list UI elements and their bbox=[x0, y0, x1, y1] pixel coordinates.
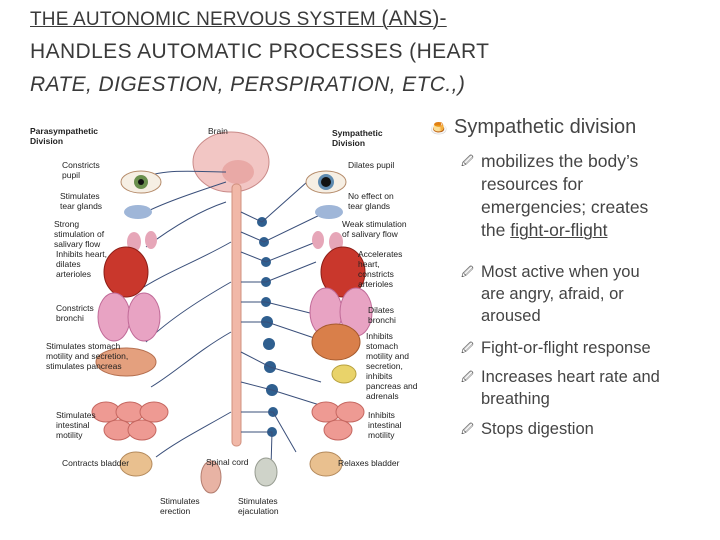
fig-left-label-7: Contracts bladder bbox=[62, 458, 142, 468]
fig-left-label-5: Stimulates stomach motility and secretio… bbox=[46, 341, 136, 371]
fig-spinal-cord-label: Spinal cord bbox=[206, 457, 249, 467]
bullet-item-1: 🖉 Fight-or-flight response bbox=[481, 337, 713, 359]
fig-left-label-0: Constricts pupil bbox=[62, 160, 110, 180]
fig-right-label-3: Accelerates heart, constricts arterioles bbox=[358, 249, 410, 289]
bullet-item-0-line-2: are angry, afraid, or bbox=[481, 283, 713, 305]
fig-left-label-4: Constricts bronchi bbox=[56, 303, 106, 323]
title-line-2-text: HANDLES AUTOMATIC PROCESSES (HEART bbox=[30, 40, 489, 63]
fig-left-label-1: Stimulates tear glands bbox=[60, 191, 112, 211]
fig-right-label-5: Inhibits stomach motility and secretion,… bbox=[366, 331, 424, 401]
eye-right-shape bbox=[306, 171, 346, 193]
bullet-item-3-icon: 🖉 bbox=[461, 418, 474, 440]
bullet-sub-line-3: emergencies; creates bbox=[481, 196, 711, 219]
bullet-sub-line-2: resources for bbox=[481, 173, 711, 196]
liver-right-shape bbox=[312, 324, 360, 360]
fig-left-label-6: Stimulates intestinal motility bbox=[56, 410, 104, 440]
lungs-left-shape bbox=[98, 293, 160, 341]
bullet-item-0-icon: 🖉 bbox=[461, 261, 474, 283]
fig-right-label-4: Dilates bronchi bbox=[368, 305, 412, 325]
bullet-item-2: 🖉 Increases heart rate and breathing bbox=[481, 366, 713, 410]
bullet-item-2-icon: 🖉 bbox=[461, 366, 474, 388]
bullet-main-icon: 🍮 bbox=[430, 120, 452, 137]
title-line-2: HANDLES AUTOMATIC PROCESSES (HEART bbox=[30, 35, 710, 68]
bullet-item-0-line-3: aroused bbox=[481, 305, 713, 327]
fig-right-label-1: No effect on tear glands bbox=[348, 191, 400, 211]
bullet-main-text: Sympathetic division bbox=[454, 116, 636, 139]
fig-stim-ejaculation-label: Stimulates ejaculation bbox=[238, 496, 298, 516]
bullet-sub-icon: 🖉 bbox=[461, 150, 474, 173]
fig-right-label-2: Weak stimulation of salivary flow bbox=[342, 219, 414, 239]
cerebellum-shape bbox=[222, 160, 254, 184]
nerve-lines bbox=[136, 171, 326, 467]
bullet-sub: 🖉 mobilizes the body’s resources for eme… bbox=[481, 150, 711, 242]
eye-left-shape bbox=[121, 171, 161, 193]
tear-gland-right-shape bbox=[315, 205, 343, 219]
fig-stim-erection-label: Stimulates erection bbox=[160, 496, 218, 516]
bullet-item-3: 🖉 Stops digestion bbox=[481, 418, 713, 440]
fig-header-parasympathetic: Parasympathetic Division bbox=[30, 126, 100, 146]
ans-diagram: Parasympathetic Division Brain Sympathet… bbox=[26, 112, 424, 534]
bullet-item-1-line-1: Fight-or-flight response bbox=[481, 337, 713, 359]
fig-right-label-0: Dilates pupil bbox=[348, 160, 400, 170]
bullet-item-1-icon: 🖉 bbox=[461, 337, 474, 359]
title-line-3: RATE, DIGESTION, PERSPIRATION, ETC.,) bbox=[30, 68, 710, 101]
bullet-item-2-line-1: Increases heart rate and bbox=[481, 366, 713, 388]
fig-left-label-2: Strong stimulation of salivary flow bbox=[54, 219, 120, 249]
title-line-1-text: THE AUTONOMIC NERVOUS SYSTEM bbox=[30, 9, 381, 30]
tear-gland-left-shape bbox=[124, 205, 152, 219]
slide-title: THE AUTONOMIC NERVOUS SYSTEM (ANS)- HAND… bbox=[30, 4, 710, 101]
title-abbr: (ANS)- bbox=[381, 7, 446, 30]
bullet-sub-line-4-prefix: the bbox=[481, 220, 510, 240]
bullet-sub-line-4: the fight-or-flight bbox=[481, 219, 711, 242]
bullet-item-0-line-1: Most active when you bbox=[481, 261, 713, 283]
fight-or-flight-link[interactable]: fight-or-flight bbox=[510, 220, 607, 240]
intestine-right-shape bbox=[312, 402, 364, 440]
fig-left-label-3: Inhibits heart, dilates arterioles bbox=[56, 249, 112, 279]
fig-header-brain: Brain bbox=[208, 126, 228, 136]
adrenal-right-shape bbox=[332, 365, 356, 383]
bullet-item-2-line-2: breathing bbox=[481, 388, 713, 410]
bullet-sub-line-1: mobilizes the body’s bbox=[481, 150, 711, 173]
ganglia-chain bbox=[257, 217, 278, 437]
fig-right-label-6: Inhibits intestinal motility bbox=[368, 410, 416, 440]
title-line-1: THE AUTONOMIC NERVOUS SYSTEM (ANS)- bbox=[30, 4, 710, 35]
title-line-3-text: RATE, DIGESTION, PERSPIRATION, ETC.,) bbox=[30, 73, 465, 96]
genital-right-shape bbox=[255, 458, 277, 486]
bullet-item-3-line-1: Stops digestion bbox=[481, 418, 713, 440]
bullet-item-0: 🖉 Most active when you are angry, afraid… bbox=[481, 261, 713, 327]
fig-right-label-7: Relaxes bladder bbox=[338, 458, 418, 468]
fig-header-sympathetic: Sympathetic Division bbox=[332, 128, 392, 148]
spinal-cord-shape bbox=[232, 184, 241, 446]
bullet-main: 🍮 Sympathetic division bbox=[430, 116, 452, 139]
